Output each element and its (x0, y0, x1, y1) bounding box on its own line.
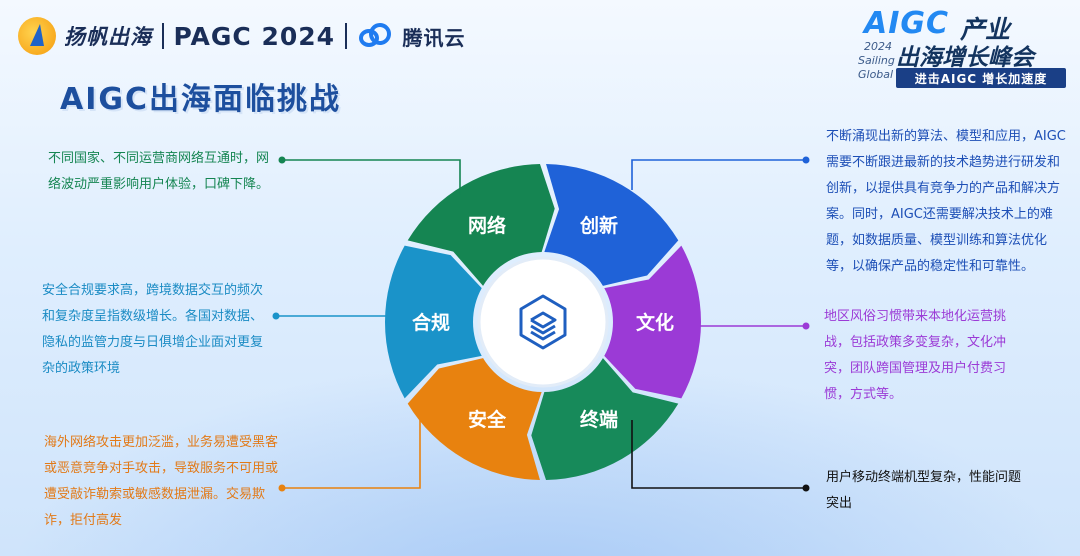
connector-dot-network (278, 156, 286, 164)
summit-industry: 产业 (960, 15, 1011, 44)
connector-dot-terminal (802, 484, 810, 492)
segment-label-culture: 文化 (636, 311, 674, 334)
segment-label-innovation: 创新 (579, 214, 618, 237)
header-logos: 扬帆出海 PAGC 2024 腾讯云 (18, 16, 466, 56)
yangfan-logo: 扬帆出海 (18, 17, 152, 55)
segment-label-compliance: 合规 (412, 311, 450, 334)
connector-dot-security (278, 484, 286, 492)
segment-culture (604, 245, 702, 399)
summit-logo: AIGC 产业 2024 Sailing Global 出海增长峰会 进击AIG… (856, 6, 1070, 88)
network-description: 不同国家、不同运营商网络互通时，网络波动严重影响用户体验，口碑下降。 (48, 151, 270, 192)
summit-aigc: AIGC (864, 6, 950, 41)
sail-icon (18, 17, 56, 55)
connector-dot-compliance (272, 312, 280, 320)
culture-description: 地区风俗习惯带来本地化运营挑战，包括政策多变复杂，文化冲突，团队跨国管理及用户付… (824, 309, 1007, 402)
summit-global: Global (858, 68, 894, 81)
segment-terminal (531, 358, 679, 480)
segment-innovation (544, 164, 679, 286)
compliance-description: 安全合规要求高，跨境数据交互的频次和复杂度呈指数级增长。各国对数据、隐私的监管力… (42, 283, 264, 376)
connector-terminal (631, 420, 806, 489)
summit-sailing: Sailing (858, 54, 895, 67)
terminal-description: 用户移动终端机型复杂，性能问题突出 (826, 470, 1022, 511)
summit-slogan: 进击AIGC 增长加速度 (896, 68, 1066, 88)
yangfan-wordmark: 扬帆出海 (64, 25, 152, 49)
divider (162, 23, 164, 49)
segment-label-security: 安全 (468, 408, 507, 431)
segment-network (407, 164, 555, 286)
summit-name: 出海增长峰会 (896, 45, 1034, 71)
security-description: 海外网络攻击更加泛滥，业务易遭受黑客或恶意竞争对手攻击，导致服务不可用或遭受敲诈… (44, 435, 279, 528)
connector-dot-culture (802, 322, 810, 330)
tencent-cloud-wordmark: 腾讯云 (402, 25, 466, 50)
divider (345, 23, 347, 49)
segment-compliance (385, 245, 482, 399)
innovation-description: 不断涌现出新的算法、模型和应用，AIGC需要不断跟进最新的技术趋势进行研发和创新… (826, 129, 1066, 274)
segment-label-network: 网络 (468, 214, 506, 237)
connector-security (282, 410, 421, 489)
center-hub (477, 256, 609, 388)
summit-year: 2024 (864, 40, 892, 53)
layers-icon (519, 294, 567, 350)
segment-security (407, 358, 542, 480)
page-title: AIGC出海面临挑战 (60, 82, 342, 117)
cloud-icon (357, 23, 397, 49)
pagc-wordmark: PAGC 2024 (173, 21, 336, 51)
connector-dot-innovation (802, 156, 810, 164)
segment-label-terminal: 终端 (580, 408, 618, 431)
connector-innovation (631, 159, 806, 190)
connector-network (282, 159, 461, 195)
